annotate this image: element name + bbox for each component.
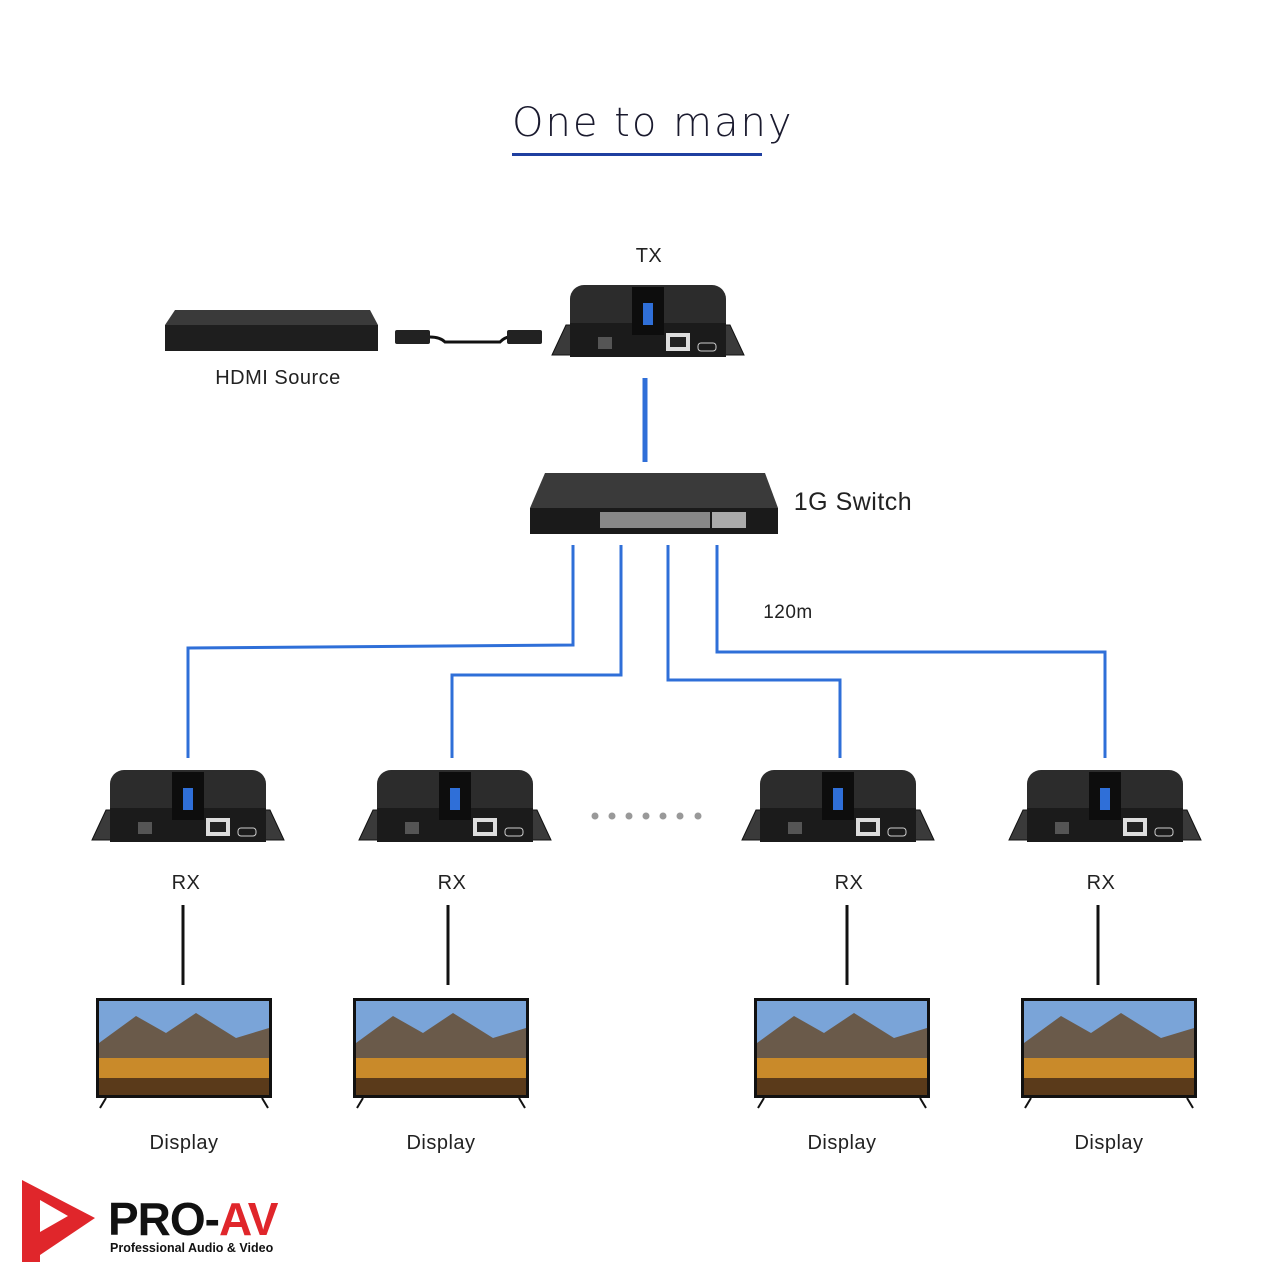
pro-av-logo-icon (22, 1180, 95, 1262)
rx-extender-2 (358, 769, 552, 843)
ellipsis-dots (591, 812, 702, 820)
rx-label-3: RX (834, 872, 864, 894)
rx-extender-4 (1008, 769, 1202, 843)
title-underline (512, 153, 762, 156)
hdmi-cables-display (181, 905, 1100, 985)
cable-rx4 (715, 545, 1107, 758)
tx-label: TX (635, 245, 663, 267)
cable-rx2 (450, 545, 623, 758)
display-3 (753, 997, 931, 1109)
rx-label-2: RX (437, 872, 467, 894)
display-label-4: Display (1074, 1132, 1144, 1154)
rx-cables (186, 545, 1107, 758)
logo-av: AV (219, 1193, 278, 1245)
rx-extender-1 (91, 769, 285, 843)
switch-label: 1G Switch (793, 488, 913, 516)
hdmi-source-label: HDMI Source (215, 367, 341, 389)
hdmi-source-player (165, 310, 378, 351)
logo-pro: PRO- (108, 1193, 220, 1245)
display-2 (352, 997, 530, 1109)
diagram-title: One to many (512, 100, 794, 146)
display-label-2: Display (406, 1132, 476, 1154)
display-label-3: Display (807, 1132, 877, 1154)
tx-extender (551, 284, 745, 358)
display-label-1: Display (149, 1132, 219, 1154)
hdmi-cable-source (395, 330, 542, 344)
logo-wordmark: PRO-AV (108, 1192, 278, 1246)
cable-rx3 (666, 545, 842, 758)
display-1 (95, 997, 273, 1109)
distance-label: 120m (763, 602, 813, 623)
cable-rx1 (186, 545, 575, 758)
rx-extender-3 (741, 769, 935, 843)
display-4 (1020, 997, 1198, 1109)
logo-tagline: Professional Audio & Video (110, 1241, 274, 1255)
rx-label-1: RX (171, 872, 201, 894)
network-switch (530, 473, 778, 534)
rx-label-4: RX (1086, 872, 1116, 894)
